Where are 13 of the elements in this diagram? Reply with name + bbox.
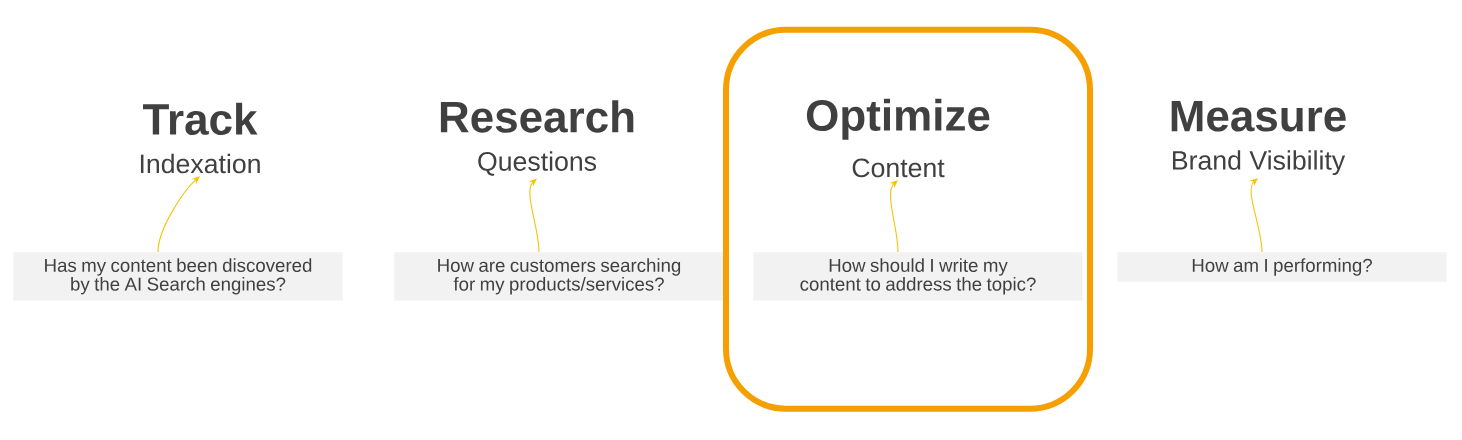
question-box: How are customers searching for my products/services? [394,252,724,301]
highlight-frame [723,26,1093,412]
curved-arrow [157,176,200,253]
question-box: How should I write my content to address the topic? [753,252,1083,301]
curved-arrow [528,178,540,253]
column-heading: Measure Brand Visibility [1171,100,1346,176]
curved-arrow [1249,178,1263,253]
column-heading: Optimize Content [806,98,990,178]
question-box: Has my content been discovered by the AI Search engines? [13,252,343,301]
column-heading: Track Indexation [140,102,260,174]
question-box: How am I performing? [1117,252,1447,282]
column-heading: Research Questions [440,100,634,176]
curved-arrow [889,180,899,253]
